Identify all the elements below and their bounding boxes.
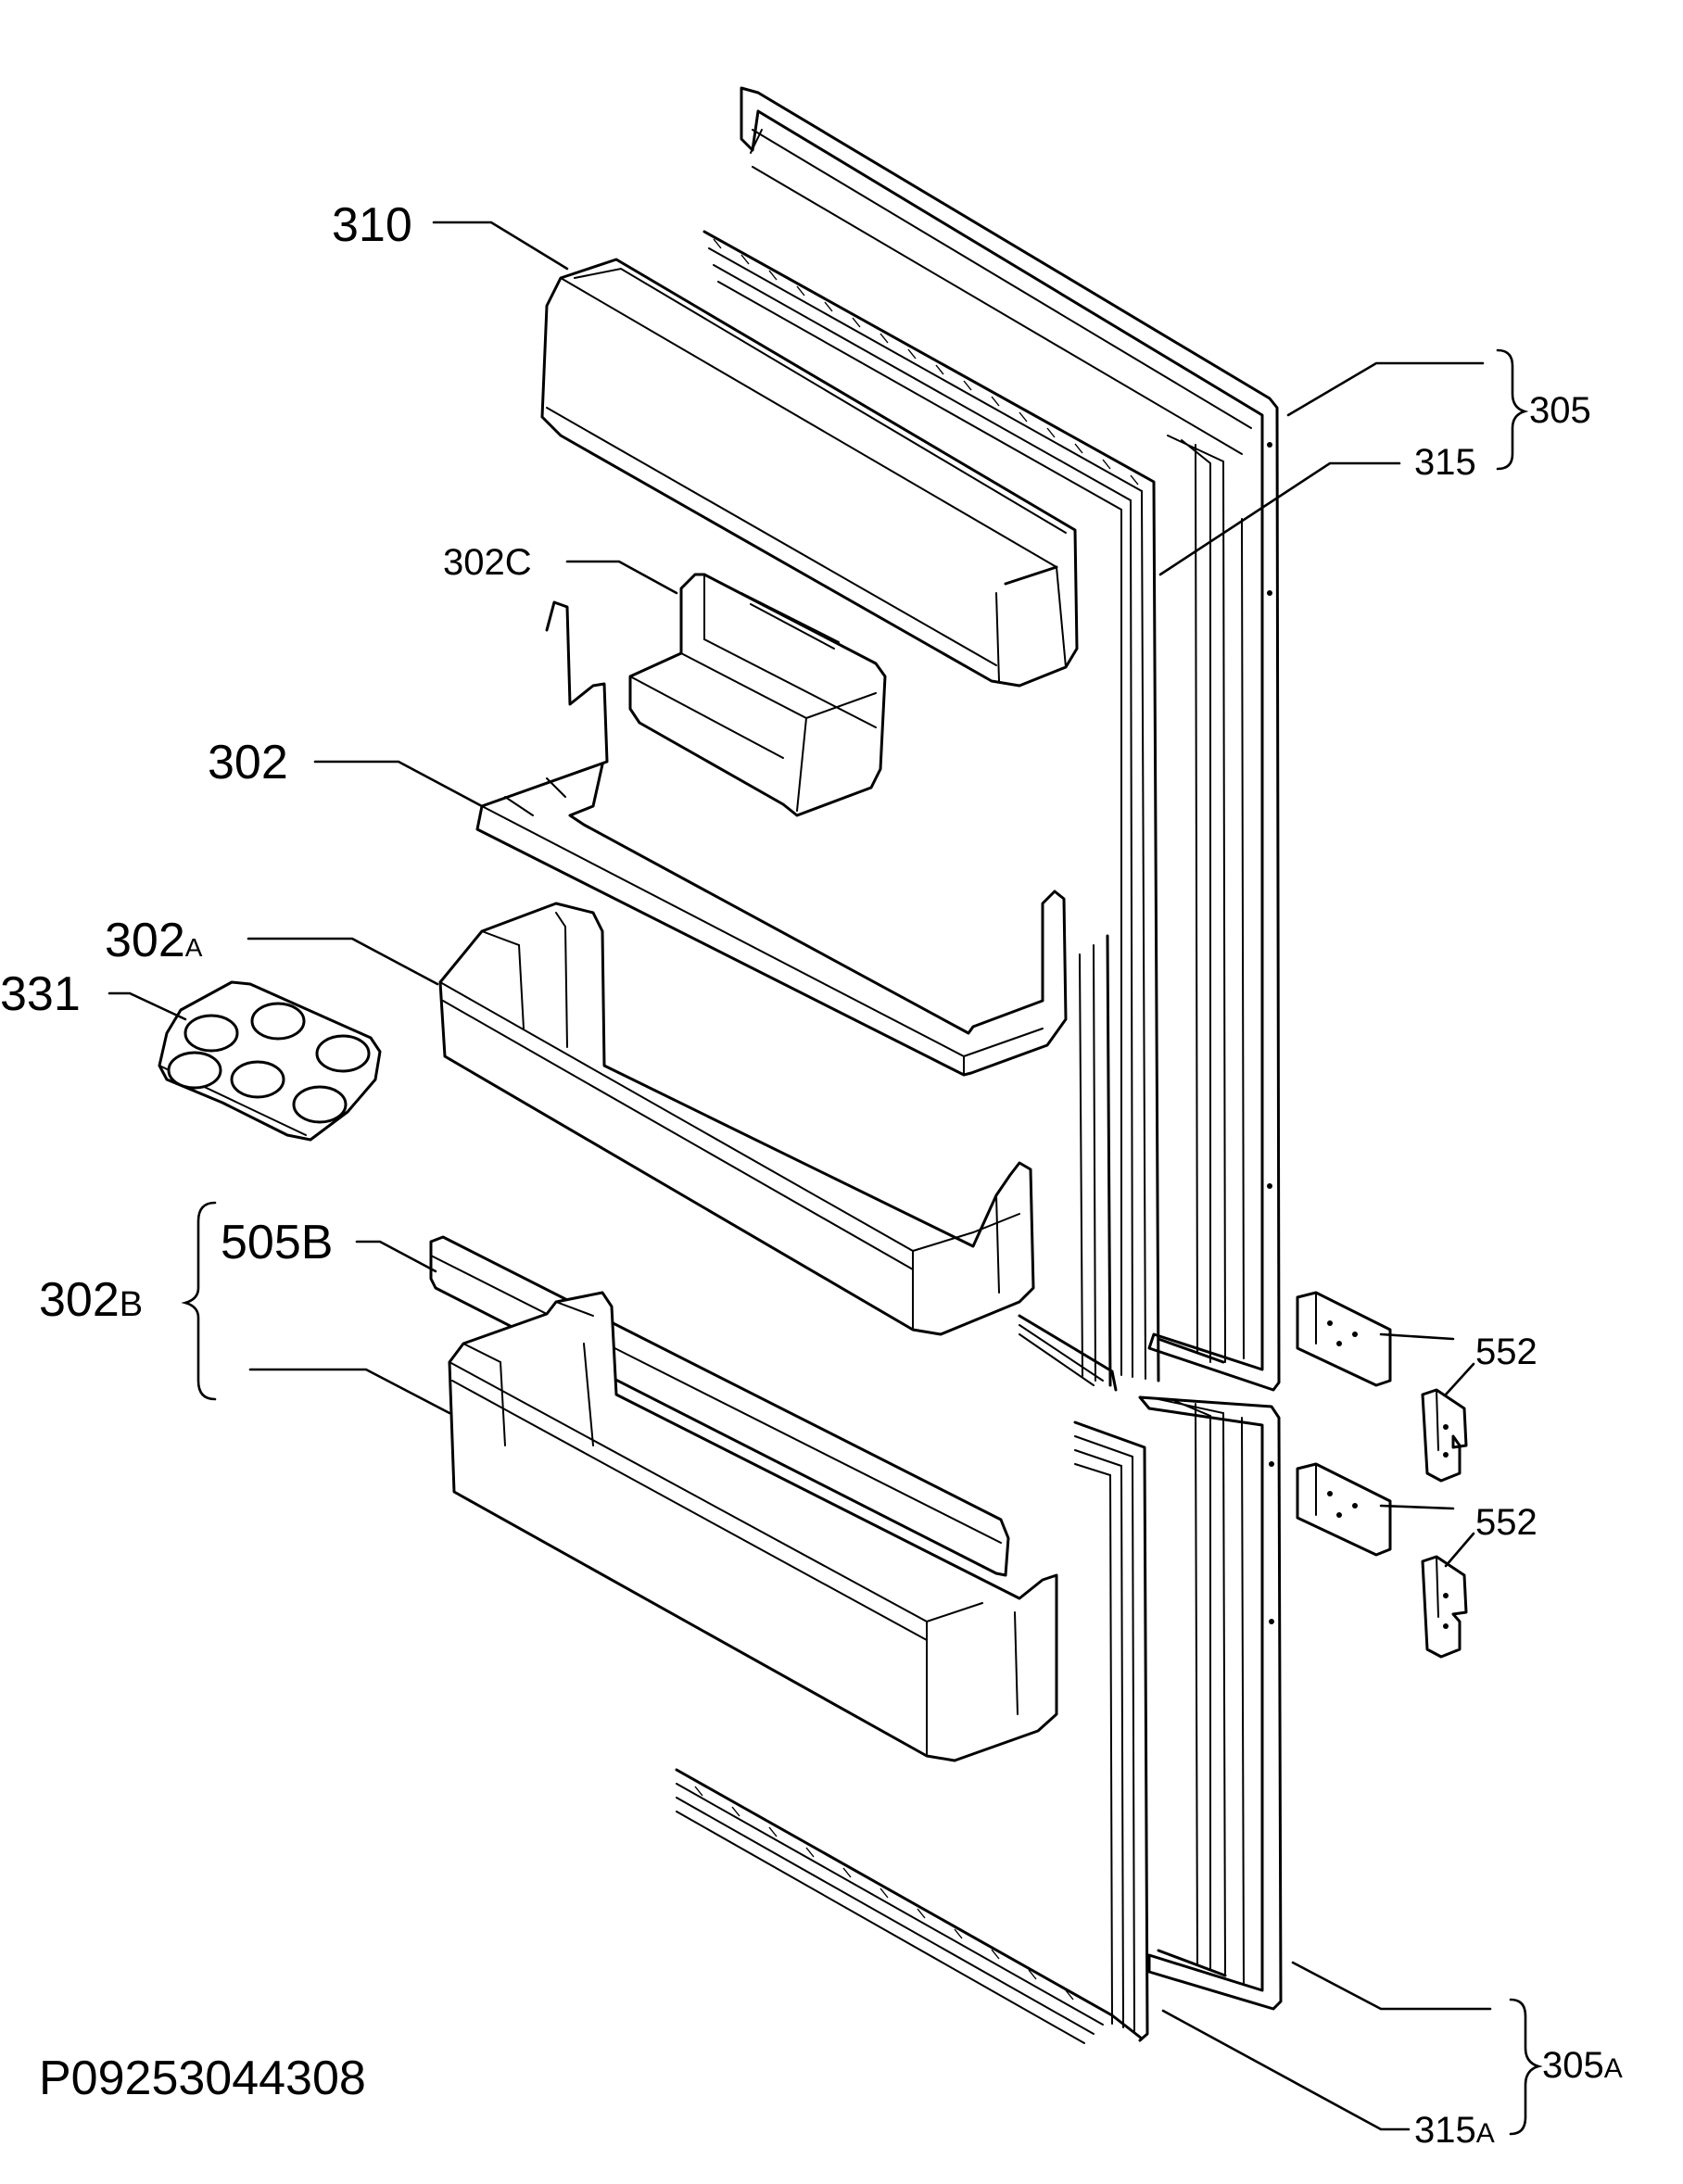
label-302a: 302A [105, 914, 203, 967]
label-310: 310 [332, 198, 412, 252]
label-302a-main: 302 [105, 914, 185, 967]
label-305a: 305A [1542, 2045, 1623, 2086]
drawing-code: P09253044308 [39, 2051, 366, 2105]
leader-505b [355, 1240, 437, 1273]
leader-315a [1161, 2009, 1411, 2131]
part-552-hinge-lower [1296, 1462, 1468, 1659]
part-331-egg-tray [158, 980, 382, 1142]
part-310-cover [540, 258, 1079, 688]
part-552-hinge-upper [1296, 1291, 1468, 1483]
leader-331 [108, 991, 187, 1021]
brace-305a [1509, 1998, 1543, 2136]
part-302-shelf [475, 600, 1068, 1077]
label-302c: 302C [443, 542, 532, 583]
label-331: 331 [0, 967, 81, 1021]
braces [181, 348, 1543, 2136]
part-302c-box [628, 573, 887, 817]
leader-305 [1286, 361, 1485, 417]
label-302b-main: 302 [39, 1273, 120, 1327]
leader-310 [432, 221, 569, 271]
brace-302b [181, 1201, 217, 1401]
label-305: 305 [1529, 390, 1591, 431]
upper-door [702, 86, 1281, 1392]
leader-315 [1158, 461, 1401, 576]
label-315a-sub: A [1476, 2118, 1495, 2149]
label-505b: 505B [221, 1216, 333, 1269]
leader-552b-2 [1444, 1532, 1475, 1568]
leader-552a-1 [1379, 1332, 1455, 1341]
label-302a-sub: A [185, 933, 203, 962]
leader-302a [247, 937, 439, 986]
leader-305a [1291, 1961, 1492, 2011]
label-302b-sub: B [120, 1285, 143, 1324]
label-305a-main: 305 [1542, 2045, 1604, 2086]
label-315a: 315A [1414, 2110, 1495, 2151]
label-305a-sub: A [1604, 2053, 1623, 2084]
brace-305 [1496, 348, 1529, 471]
leader-302 [313, 760, 484, 808]
leader-302b [248, 1368, 451, 1415]
leader-552a-2 [1444, 1362, 1475, 1396]
label-552-upper: 552 [1475, 1332, 1537, 1372]
part-labels: 310 302C 302 302A 331 505B 302B 305 315 … [0, 198, 1623, 2151]
part-302a-shelf [438, 902, 1035, 1336]
label-302b: 302B [39, 1273, 143, 1327]
leader-302c [565, 560, 678, 595]
label-315a-main: 315 [1414, 2110, 1476, 2151]
leader-lines [108, 221, 1492, 2131]
label-302: 302 [208, 736, 288, 789]
label-315: 315 [1414, 442, 1476, 483]
lower-door [675, 934, 1283, 2044]
label-552-lower: 552 [1475, 1502, 1537, 1543]
part-302b-shelf [448, 1291, 1058, 1762]
leader-552b-1 [1379, 1504, 1455, 1510]
